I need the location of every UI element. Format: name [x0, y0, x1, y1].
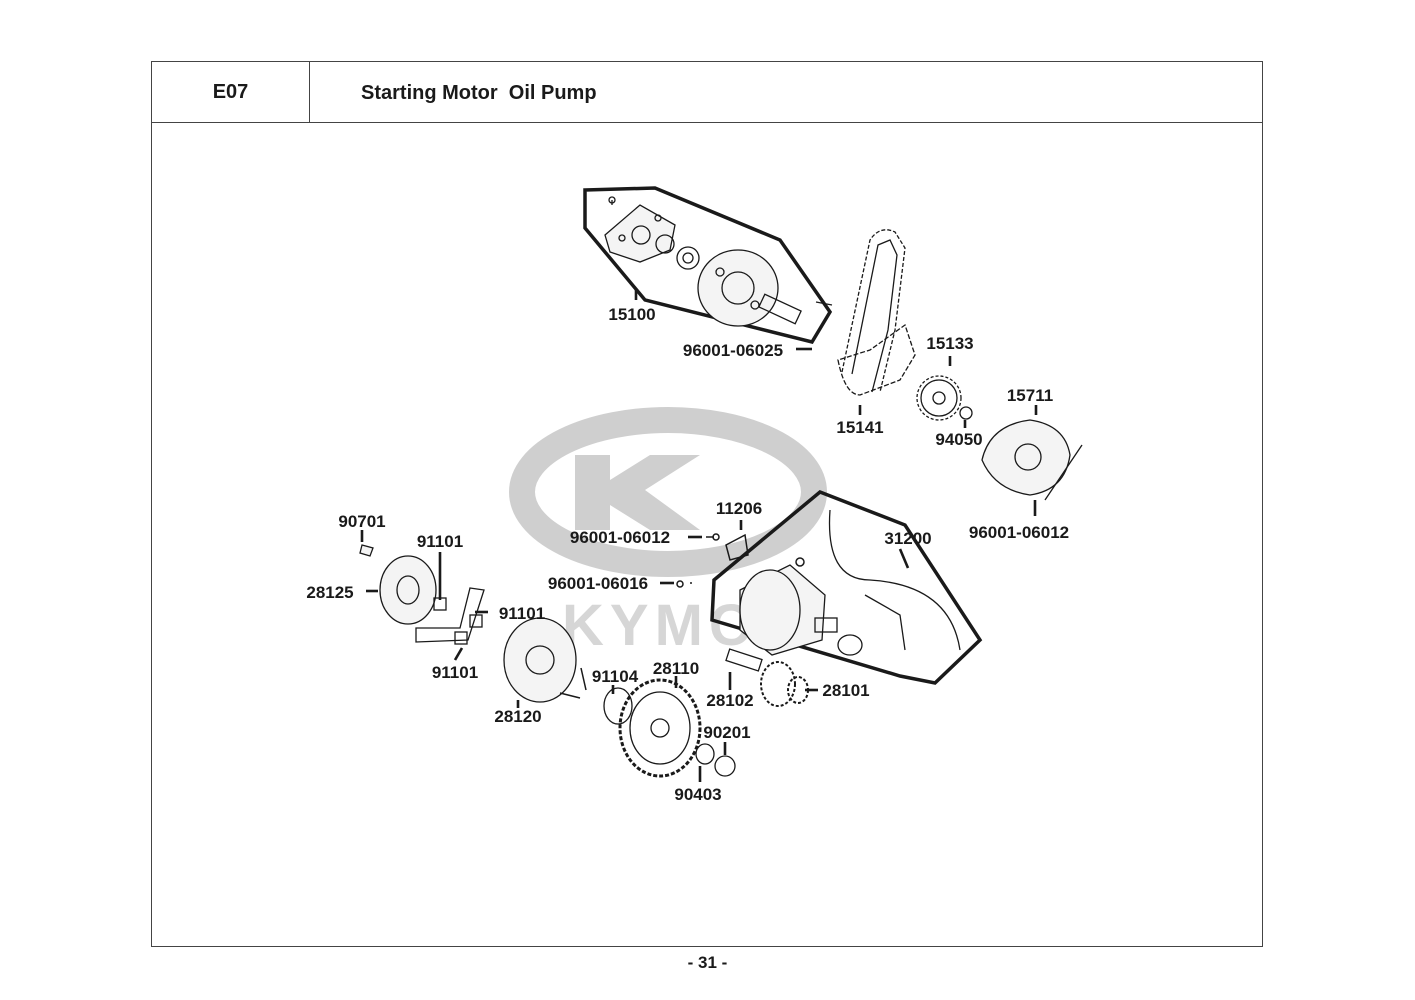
- part-label: 28102: [706, 691, 753, 710]
- page-number: - 31 -: [687, 953, 728, 972]
- idle-gears: [695, 648, 809, 777]
- part-label: 90701: [338, 512, 385, 531]
- part-label: 15100: [608, 305, 655, 324]
- part-label: 91104: [592, 667, 639, 686]
- oil-pump-assembly: [583, 186, 833, 345]
- part-label: 15133: [926, 334, 973, 353]
- leader-lines: [360, 290, 1038, 782]
- part-label: 94050: [935, 430, 982, 449]
- part-label: 96001-06025: [683, 341, 783, 360]
- section-title: Starting Motor Oil Pump: [361, 82, 597, 104]
- part-label: 91101: [499, 604, 545, 623]
- drive-chain: [837, 229, 916, 396]
- part-label: 96001-06016: [548, 574, 648, 593]
- part-label: 15141: [836, 418, 883, 437]
- fasteners: [559, 533, 805, 699]
- pump-cover: [981, 419, 1083, 501]
- sprocket: [916, 375, 973, 421]
- part-label: 90403: [674, 785, 721, 804]
- header-row: E07 Starting Motor Oil Pump: [152, 62, 1262, 123]
- part-label: 28120: [494, 707, 541, 726]
- section-code: E07: [152, 62, 310, 122]
- part-label: 96001-06012: [570, 528, 670, 547]
- part-label: 96001-06012: [969, 523, 1069, 542]
- part-labels: 15100 96001-06025 15141 15133 94050 1571…: [306, 305, 1069, 804]
- catalog-frame: E07 Starting Motor Oil Pump: [151, 61, 1263, 947]
- part-label: 90201: [703, 723, 750, 742]
- starter-driven-gear: [618, 678, 702, 778]
- part-label: 28101: [822, 681, 869, 700]
- part-label: 28125: [306, 583, 353, 602]
- part-label: 91101: [417, 532, 463, 551]
- part-label: 31200: [884, 529, 931, 548]
- starter-clutch-assembly: [359, 544, 633, 725]
- part-label: 28110: [653, 659, 699, 678]
- part-label: 15711: [1007, 386, 1053, 405]
- part-label: 91101: [432, 663, 478, 682]
- part-label: 11206: [716, 499, 762, 518]
- starter-motor-assembly: [710, 489, 983, 685]
